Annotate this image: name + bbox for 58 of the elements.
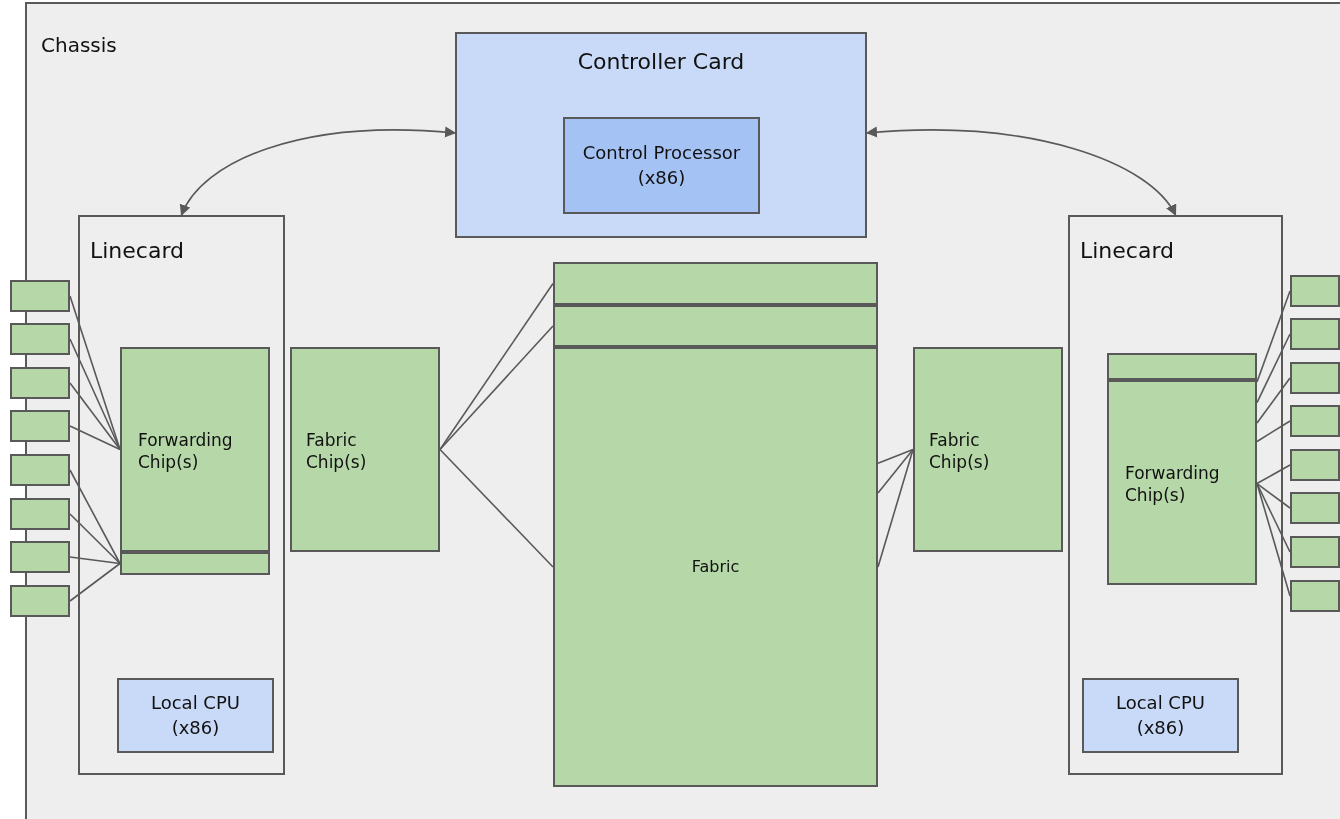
port-box [1290,362,1340,394]
port-box [1290,536,1340,568]
connector-line [1256,377,1291,424]
connector-line [69,556,121,565]
connector-line [439,448,554,568]
port-box [1290,405,1340,437]
connector-line [1256,482,1291,509]
connector-line [877,448,914,464]
linecard-outline [78,215,285,775]
connector-line [1256,333,1291,404]
chassis-frame [25,2,1340,819]
connector-line [1256,420,1291,443]
linecard-label: Linecard [1080,237,1175,265]
processor-box: Control Processor (x86) [563,117,760,214]
connector-line [1256,482,1291,553]
connector-line [1256,482,1291,597]
port-box [10,323,70,355]
connector-line [69,562,121,602]
connector-line [69,382,121,451]
port-box [10,454,70,486]
double-arrow [865,126,1177,216]
chip-box: Fabric Chip(s) [913,347,1063,552]
double-arrow [180,126,457,216]
chip-box [1107,353,1257,380]
fabric-box: Fabric [553,347,878,787]
connector-line [69,513,121,565]
chip-box: Fabric Chip(s) [290,347,440,552]
card-title: Controller Card [576,48,746,76]
connector-line [877,448,914,494]
port-box [10,280,70,312]
connector-line [1256,290,1291,383]
chip-box: Forwarding Chip(s) [1107,380,1257,585]
linecard-outline [1068,215,1283,775]
linecard-label: Linecard [90,237,185,265]
port-box [1290,318,1340,350]
connector-line [1256,464,1291,485]
connector-line [439,282,554,451]
chip-box [120,552,270,575]
chip-box [553,305,878,347]
cpu-box: Local CPU (x86) [1082,678,1239,753]
port-box [10,541,70,573]
port-box [1290,580,1340,612]
port-box [10,367,70,399]
connector-line [877,448,914,568]
chip-box [553,262,878,305]
connector-line [69,425,121,451]
connector-line [69,469,121,565]
port-box [1290,492,1340,524]
port-box [10,410,70,442]
port-box [1290,449,1340,481]
chip-box: Forwarding Chip(s) [120,347,270,552]
chassis-label: Chassis [41,32,117,58]
cpu-box: Local CPU (x86) [117,678,274,753]
connector-line [439,325,554,451]
port-box [10,585,70,617]
port-box [1290,275,1340,307]
controller-card [455,32,867,238]
port-box [10,498,70,530]
